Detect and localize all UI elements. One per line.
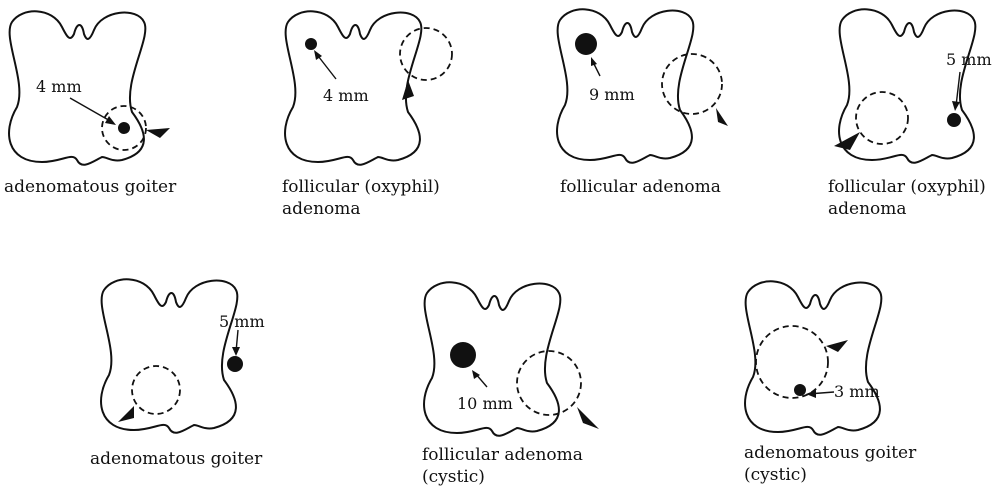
caption-panel-6: follicular adenoma (cystic)	[422, 444, 583, 488]
caption-line-1: follicular (oxyphil)	[282, 176, 440, 198]
caption-panel-5: adenomatous goiter	[90, 448, 262, 470]
pointer-arrowhead	[105, 116, 116, 125]
panel-3: 9 mm	[557, 9, 728, 162]
nodule-dot	[227, 356, 243, 372]
caption-panel-1: adenomatous goiter	[4, 176, 176, 198]
arrowhead-marker	[716, 108, 728, 126]
arrowhead-marker	[402, 80, 414, 100]
pointer-arrowhead	[806, 390, 816, 398]
caption-line-2: adenoma	[282, 198, 440, 220]
nodule-dot	[305, 38, 317, 50]
scan-defect-circle	[400, 28, 452, 80]
measurement-label: 3 mm	[834, 382, 880, 401]
nodule-dot	[575, 33, 597, 55]
measurement-label: 4 mm	[36, 77, 82, 96]
pointer-arrowhead	[952, 101, 960, 111]
measurement-label: 9 mm	[589, 85, 635, 104]
caption-line-1: adenomatous goiter	[4, 176, 176, 198]
nodule-dot	[118, 122, 130, 134]
measurement-label: 5 mm	[219, 312, 265, 331]
thyroid-outline	[839, 9, 975, 162]
caption-panel-4: follicular (oxyphil) adenoma	[828, 176, 986, 220]
caption-panel-7: adenomatous goiter (cystic)	[744, 442, 916, 486]
caption-line-1: follicular (oxyphil)	[828, 176, 986, 198]
nodule-dot	[794, 384, 806, 396]
scan-defect-circle	[662, 54, 722, 114]
caption-line-2: adenoma	[828, 198, 986, 220]
arrowhead-marker	[146, 128, 170, 138]
pointer-arrowhead	[591, 57, 597, 66]
arrowhead-marker	[834, 132, 860, 150]
scan-defect-circle	[132, 366, 180, 414]
measurement-label: 5 mm	[946, 50, 992, 69]
caption-panel-2: follicular (oxyphil) adenoma	[282, 176, 440, 220]
scan-defect-circle	[856, 92, 908, 144]
panel-5: 5 mm	[101, 279, 265, 432]
caption-line-1: adenomatous goiter	[90, 448, 262, 470]
panel-2: 4 mm	[285, 11, 452, 164]
measurement-label: 10 mm	[457, 394, 513, 413]
caption-panel-3: follicular adenoma	[560, 176, 721, 198]
pointer-line	[70, 98, 112, 122]
caption-line-1: follicular adenoma	[560, 176, 721, 198]
arrowhead-marker	[118, 406, 134, 422]
pointer-arrowhead	[232, 347, 240, 356]
arrowhead-marker	[826, 340, 848, 352]
caption-line-1: adenomatous goiter	[744, 442, 916, 464]
measurement-label: 4 mm	[323, 86, 369, 105]
scan-defect-circle	[517, 351, 581, 415]
panel-4: 5 mm	[834, 9, 992, 162]
thyroid-outline	[745, 281, 881, 434]
caption-line-2: (cystic)	[422, 466, 583, 488]
nodule-dot	[450, 342, 476, 368]
scan-defect-circle	[756, 326, 828, 398]
nodule-dot	[947, 113, 961, 127]
panel-6: 10 mm	[424, 282, 599, 435]
caption-line-1: follicular adenoma	[422, 444, 583, 466]
arrowhead-marker	[577, 407, 599, 429]
panel-7: 3 mm	[745, 281, 881, 434]
caption-line-2: (cystic)	[744, 464, 916, 486]
panel-1: 4 mm	[9, 11, 170, 164]
